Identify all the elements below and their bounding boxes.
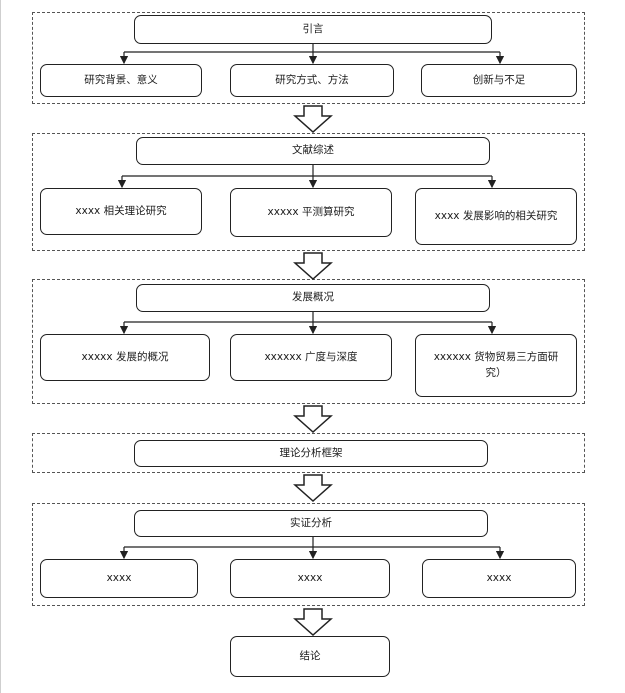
header-box-literature-review: 文献综述	[136, 137, 490, 165]
conclusion-box: 结论	[230, 636, 390, 677]
item-box-level-measurement: xxxxx 平测算研究	[230, 188, 392, 237]
branch-connector-literature-review	[117, 165, 497, 189]
section-development-overview-container	[32, 279, 585, 404]
block-arrow-5	[293, 608, 333, 637]
branch-connector-introduction	[119, 44, 505, 65]
item-box-related-theory: xxxx 相关理论研究	[40, 188, 202, 235]
block-arrow-4	[293, 474, 333, 503]
section-empirical-analysis-container	[32, 503, 585, 606]
branch-connector-empirical-analysis	[119, 537, 505, 560]
block-arrow-2	[293, 252, 333, 281]
header-box-theoretical-framework: 理论分析框架	[134, 440, 488, 467]
item-box-empirical-2: xxxx	[230, 559, 390, 598]
left-edge-line	[0, 0, 1, 693]
branch-connector-development-overview	[119, 312, 497, 335]
header-box-development-overview: 发展概况	[136, 284, 490, 312]
item-box-development-impact: xxxx 发展影响的相关研究	[415, 188, 577, 245]
item-box-development-profile: xxxxx 发展的概况	[40, 334, 210, 381]
item-box-empirical-1: xxxx	[40, 559, 198, 598]
item-box-innovation-limitations: 创新与不足	[421, 64, 577, 97]
section-theoretical-framework-container	[32, 433, 585, 473]
header-box-introduction: 引言	[134, 15, 492, 44]
block-arrow-1	[293, 105, 333, 134]
item-box-goods-trade: xxxxxx 货物贸易三方面研究）	[415, 334, 577, 397]
item-box-research-methods: 研究方式、方法	[230, 64, 394, 97]
item-box-research-background: 研究背景、意义	[40, 64, 202, 97]
section-literature-review-container	[32, 133, 585, 251]
block-arrow-3	[293, 405, 333, 434]
section-introduction-container	[32, 12, 585, 104]
header-box-empirical-analysis: 实证分析	[134, 510, 488, 537]
item-box-empirical-3: xxxx	[422, 559, 576, 598]
item-box-breadth-depth: xxxxxx 广度与深度	[230, 334, 392, 381]
